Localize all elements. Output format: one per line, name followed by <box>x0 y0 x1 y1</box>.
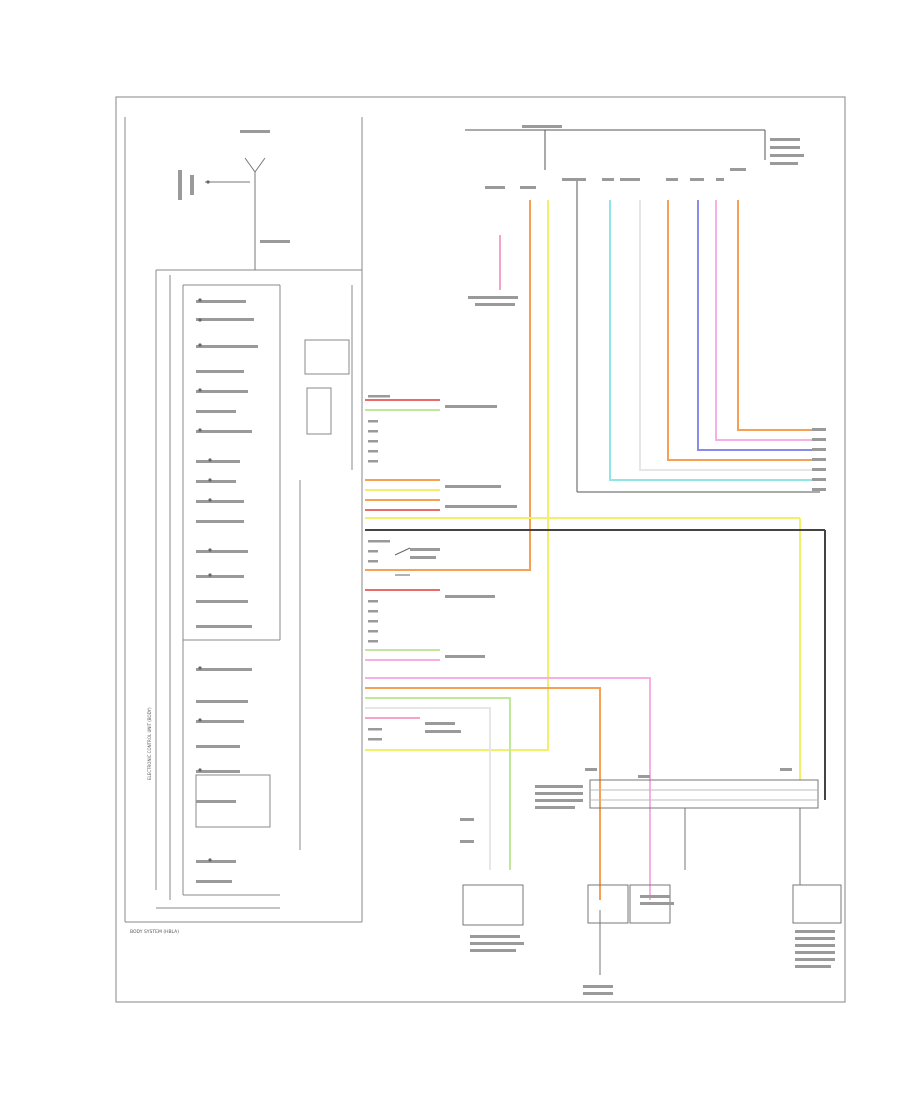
bottom-junction <box>589 779 819 809</box>
connector-pin-labels <box>368 395 517 741</box>
wires-top-right <box>365 200 820 751</box>
diagram-frame <box>115 96 846 1003</box>
wire-pink-1 <box>715 200 820 441</box>
wire-gray-1 <box>639 200 820 471</box>
black-bus <box>365 529 826 800</box>
wire-yellow-1 <box>365 200 549 751</box>
bottom-components <box>462 808 842 975</box>
wire-blue-1 <box>697 200 820 451</box>
top-right-harness <box>465 129 820 493</box>
middle-relay <box>394 547 411 576</box>
left-panel-labels <box>178 130 290 883</box>
wire-orange-1 <box>365 200 531 571</box>
top-left-component <box>205 157 266 270</box>
wire-orange-3 <box>737 200 820 431</box>
right-terminal-labels <box>812 428 826 491</box>
bottom-component-labels <box>460 818 835 995</box>
top-right-labels <box>468 125 804 306</box>
left-panel-terminals <box>198 180 212 862</box>
left-module-label: ELECTRONIC CONTROL UNIT (BODY) <box>147 707 152 780</box>
wire-orange-2 <box>667 200 820 461</box>
wire-cyan-1 <box>609 200 820 481</box>
left-control-module <box>124 117 363 923</box>
bottom-junction-labels <box>535 768 792 809</box>
footer-label: BODY SYSTEM (HBLA) <box>130 929 179 935</box>
connector-stubs <box>365 399 801 900</box>
